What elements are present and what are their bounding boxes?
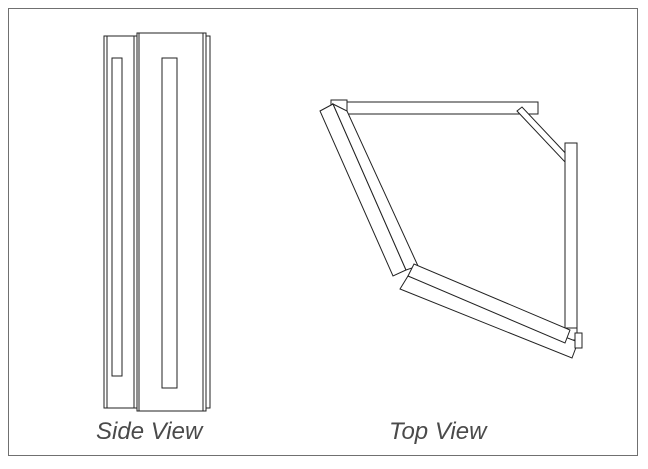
side-main-slot — [161, 57, 178, 389]
top-view-drawing — [319, 99, 583, 359]
bottom-slanted-panel — [399, 275, 579, 359]
bottom-corner-block — [574, 332, 583, 349]
top-view-label: Top View — [389, 418, 487, 445]
left-slanted-panel — [319, 103, 407, 277]
side-view-label: Side View — [96, 418, 203, 445]
top-panel — [344, 101, 539, 115]
side-view-drawing — [103, 32, 211, 412]
side-left-slot — [111, 57, 123, 377]
right-panel — [564, 142, 578, 337]
bottom-slanted-panel-inner — [407, 263, 571, 344]
left-slanted-panel-inner — [331, 102, 419, 271]
top-right-diagonal-panel — [516, 106, 571, 163]
